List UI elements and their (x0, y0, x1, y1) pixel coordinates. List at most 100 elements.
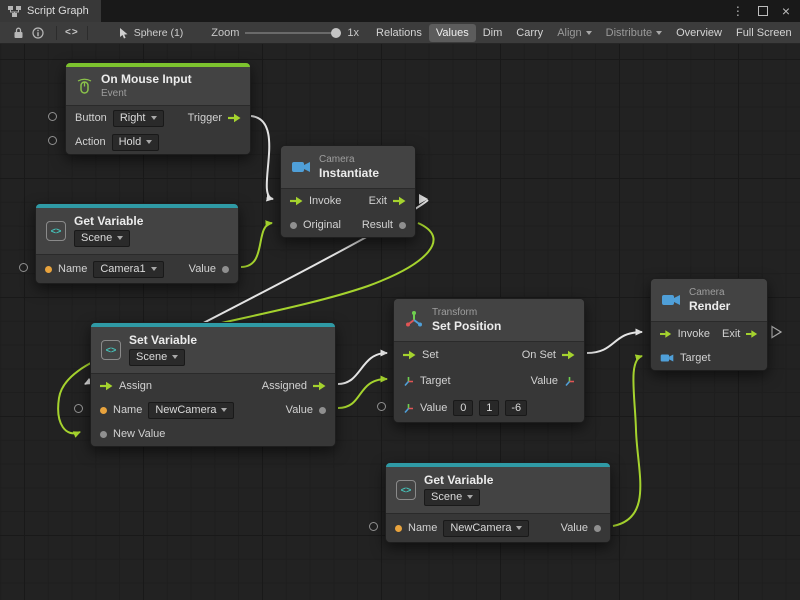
variable-name-dropdown[interactable]: NewCamera (148, 401, 235, 419)
values-button[interactable]: Values (428, 23, 476, 42)
maximize-icon[interactable] (757, 6, 768, 16)
variable-icon: <> (396, 480, 416, 500)
variable-name-dropdown[interactable]: NewCamera (443, 519, 530, 537)
zoom-label: Zoom (211, 26, 240, 39)
dropdown-value: Hold (118, 135, 142, 148)
port-label-result: Result (361, 219, 393, 231)
port-row: Action Hold (66, 130, 250, 154)
control-arrow-icon[interactable] (290, 196, 303, 206)
data-port[interactable] (594, 524, 601, 532)
fullscreen-button[interactable]: Full Screen (735, 26, 792, 39)
code-icon[interactable]: <> (65, 27, 79, 38)
scope-dropdown[interactable]: Scene (424, 489, 481, 506)
scope-dropdown[interactable]: Scene (74, 230, 131, 247)
dropdown-value: Right (119, 111, 146, 124)
port-label-target: Target (420, 375, 451, 387)
chevron-down-icon (516, 525, 523, 530)
event-accent-bar (66, 63, 250, 67)
zoom-slider[interactable] (245, 26, 342, 40)
camera-port-icon[interactable] (660, 353, 674, 363)
tab-script-graph[interactable]: Script Graph (0, 0, 101, 22)
axis-icon[interactable] (564, 376, 575, 387)
zoom-slider-handle[interactable] (331, 27, 342, 38)
data-port[interactable] (100, 430, 107, 438)
data-port[interactable] (399, 221, 406, 229)
dropdown-value: Scene (136, 351, 168, 363)
node-get-variable-top[interactable]: <> Get Variable Scene Name Camera1 Value (35, 203, 239, 284)
dropdown-value: NewCamera (450, 521, 512, 534)
camera-icon (662, 295, 680, 305)
vector-x-field[interactable]: 0 (453, 400, 474, 416)
data-port[interactable] (222, 265, 229, 273)
node-on-mouse-input[interactable]: On Mouse Input Event Button Right Trigge… (65, 62, 251, 155)
vector-y-field[interactable]: 1 (479, 400, 500, 416)
data-port[interactable] (319, 406, 326, 414)
zoom-slider-track[interactable] (245, 31, 342, 34)
port-label-value: Value (560, 522, 588, 534)
port-action-input[interactable] (48, 136, 57, 145)
control-arrow-icon[interactable] (100, 381, 113, 391)
control-arrow-icon[interactable] (228, 113, 241, 123)
carry-button[interactable]: Carry (516, 26, 544, 39)
distribute-dropdown[interactable]: Distribute (599, 24, 669, 42)
node-category: Transform (432, 307, 478, 318)
port-row: Button Right Trigger (66, 106, 250, 130)
port-name-input[interactable] (369, 522, 378, 531)
camera-icon (292, 162, 310, 172)
node-title: Render (689, 299, 731, 313)
port-name-input[interactable] (19, 263, 28, 272)
port-value-input[interactable] (377, 402, 386, 411)
port-label-target: Target (680, 352, 711, 364)
overview-button[interactable]: Overview (676, 26, 722, 39)
control-arrow-icon[interactable] (393, 196, 406, 206)
chevron-down-icon (150, 115, 157, 120)
graph-context[interactable]: Sphere (1) (118, 27, 183, 39)
button-dropdown[interactable]: Right (112, 109, 164, 127)
control-arrow-icon[interactable] (403, 350, 416, 360)
align-dropdown[interactable]: Align (550, 24, 598, 42)
titlebar: Script Graph ⋮ × (0, 0, 800, 22)
dropdown-value: NewCamera (155, 403, 217, 416)
data-port[interactable] (290, 221, 297, 229)
chevron-down-icon (467, 495, 474, 499)
port-label-button: Button (75, 112, 107, 124)
relations-button[interactable]: Relations (376, 26, 422, 39)
vector-z-field[interactable]: -6 (505, 400, 528, 416)
port-label-name: Name (113, 404, 143, 416)
node-camera-instantiate[interactable]: Camera Instantiate Invoke Exit Original (280, 145, 416, 238)
string-port[interactable] (45, 265, 52, 273)
close-icon[interactable]: × (781, 3, 790, 19)
action-dropdown[interactable]: Hold (111, 133, 160, 151)
info-icon[interactable] (28, 24, 48, 42)
port-label-new-value: New Value (113, 428, 166, 440)
axis-icon[interactable] (403, 376, 414, 387)
port-name-input[interactable] (74, 404, 83, 413)
control-arrow-icon[interactable] (562, 350, 575, 360)
port-button-input[interactable] (48, 112, 57, 121)
lock-icon[interactable] (8, 24, 28, 42)
variable-name-dropdown[interactable]: Camera1 (93, 260, 164, 278)
node-camera-render[interactable]: Camera Render Invoke Exit (650, 278, 768, 371)
node-set-position[interactable]: Transform Set Position Set On Set (393, 298, 585, 423)
string-port[interactable] (395, 524, 402, 532)
port-label-set: Set (422, 349, 439, 361)
string-port[interactable] (100, 406, 107, 414)
port-label-invoke: Invoke (309, 195, 342, 207)
chevron-down-icon (172, 355, 179, 359)
dim-button[interactable]: Dim (482, 26, 503, 39)
control-arrow-icon[interactable] (660, 329, 672, 339)
control-arrow-icon[interactable] (746, 329, 758, 339)
port-label-exit: Exit (722, 328, 741, 340)
distribute-label: Distribute (605, 26, 653, 39)
port-label-value: Value (420, 402, 448, 414)
control-arrow-icon[interactable] (313, 381, 326, 391)
tab-title: Script Graph (27, 5, 89, 17)
scope-dropdown[interactable]: Scene (129, 349, 186, 366)
node-set-variable[interactable]: <> Set Variable Scene Assign Assigned (90, 322, 336, 447)
chevron-down-icon (150, 266, 157, 271)
port-label-original: Original (303, 219, 341, 231)
menu-icon[interactable]: ⋮ (731, 4, 744, 18)
axis-icon[interactable] (403, 403, 414, 414)
node-get-variable-bottom[interactable]: <> Get Variable Scene Name NewCamera Val… (385, 462, 611, 543)
port-row: New Value (91, 422, 335, 446)
